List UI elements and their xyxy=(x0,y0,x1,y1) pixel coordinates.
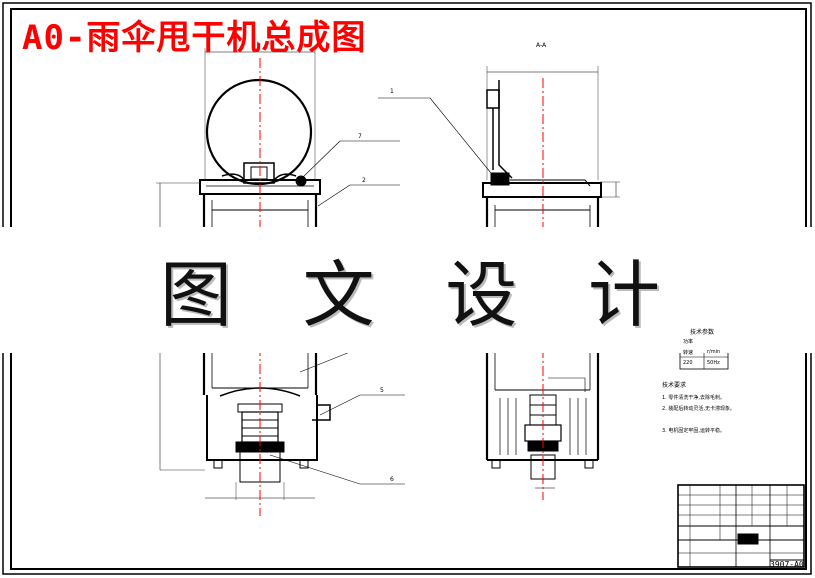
section-label: A-A xyxy=(536,42,547,49)
params-row-2-col-2: r/min xyxy=(707,349,721,355)
params-row-2-col-1: 转速 xyxy=(683,350,694,356)
part-label-5: 5 xyxy=(380,387,384,394)
watermark-text: 图 文 设 计 xyxy=(160,238,660,338)
sheet-number: 3907-A0 xyxy=(770,560,804,569)
part-label-7: 7 xyxy=(358,133,362,140)
tech-note-2: 2. 装配后转动灵活,无卡滞现象。 xyxy=(662,406,735,412)
params-row-3-col-2: 50Hz xyxy=(707,360,720,366)
watermark-char-3: 设 xyxy=(445,252,518,337)
title-block xyxy=(677,484,805,568)
tech-note-3: 3. 电机固定牢固,运转平稳。 xyxy=(662,428,725,434)
tech-notes-heading: 技术要求 xyxy=(662,382,687,389)
tech-note-1: 1. 零件清洗干净,去除毛刺。 xyxy=(662,395,725,401)
drawing-title: A0-雨伞甩干机总成图 xyxy=(22,18,367,58)
params-heading: 技术参数 xyxy=(690,329,715,336)
front-view xyxy=(156,48,405,500)
params-row-3-col-1: 220 xyxy=(683,360,693,366)
params-row-1-col-1: 功率 xyxy=(683,339,694,345)
part-label-6: 6 xyxy=(390,476,394,483)
part-label-1: 1 xyxy=(390,88,394,95)
watermark-char-4: 计 xyxy=(587,252,660,337)
drum-circle xyxy=(205,78,313,186)
watermark-char-1: 图 xyxy=(160,252,233,337)
part-label-2: 2 xyxy=(362,177,366,184)
watermark-band xyxy=(0,227,815,353)
watermark-char-2: 文 xyxy=(302,252,375,337)
